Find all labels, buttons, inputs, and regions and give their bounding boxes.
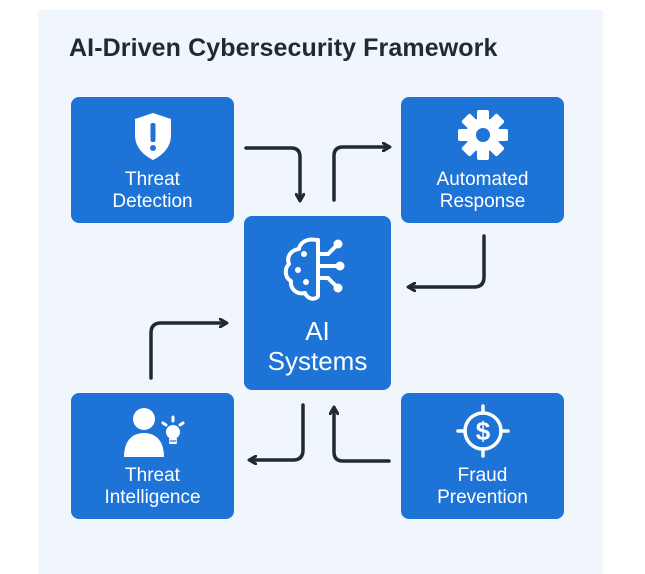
threat-detection-label: Threat Detection xyxy=(112,169,193,212)
arrow-response-to-ai xyxy=(409,234,486,287)
ai-systems-card: AI Systems xyxy=(244,216,391,390)
diagram-title: AI-Driven Cybersecurity Framework xyxy=(69,34,498,62)
threat-detection-card: Threat Detection xyxy=(71,97,234,223)
dollar-target-icon: $ xyxy=(455,404,510,458)
shield-alert-icon xyxy=(134,113,171,160)
arrow-ai-to-intelligence xyxy=(250,403,305,460)
fraud-prevention-card: $ Fraud Prevention xyxy=(401,393,564,519)
automated-response-card: Automated Response xyxy=(401,97,564,223)
brain-circuit-icon xyxy=(283,237,344,301)
ai-systems-label: AI Systems xyxy=(267,316,368,376)
svg-text:$: $ xyxy=(475,416,490,446)
arrow-ai-to-response xyxy=(332,147,389,202)
fraud-prevention-label: Fraud Prevention xyxy=(437,465,528,508)
arrow-intelligence-to-ai xyxy=(149,323,226,380)
automated-response-label: Automated Response xyxy=(436,169,529,212)
gear-icon xyxy=(457,110,508,160)
threat-intelligence-card: Threat Intelligence xyxy=(71,393,234,519)
threat-intelligence-label: Threat Intelligence xyxy=(104,465,201,508)
arrow-fraud-to-ai xyxy=(334,408,391,463)
person-lightbulb-icon xyxy=(123,408,184,457)
arrow-detection-to-ai xyxy=(244,146,300,200)
